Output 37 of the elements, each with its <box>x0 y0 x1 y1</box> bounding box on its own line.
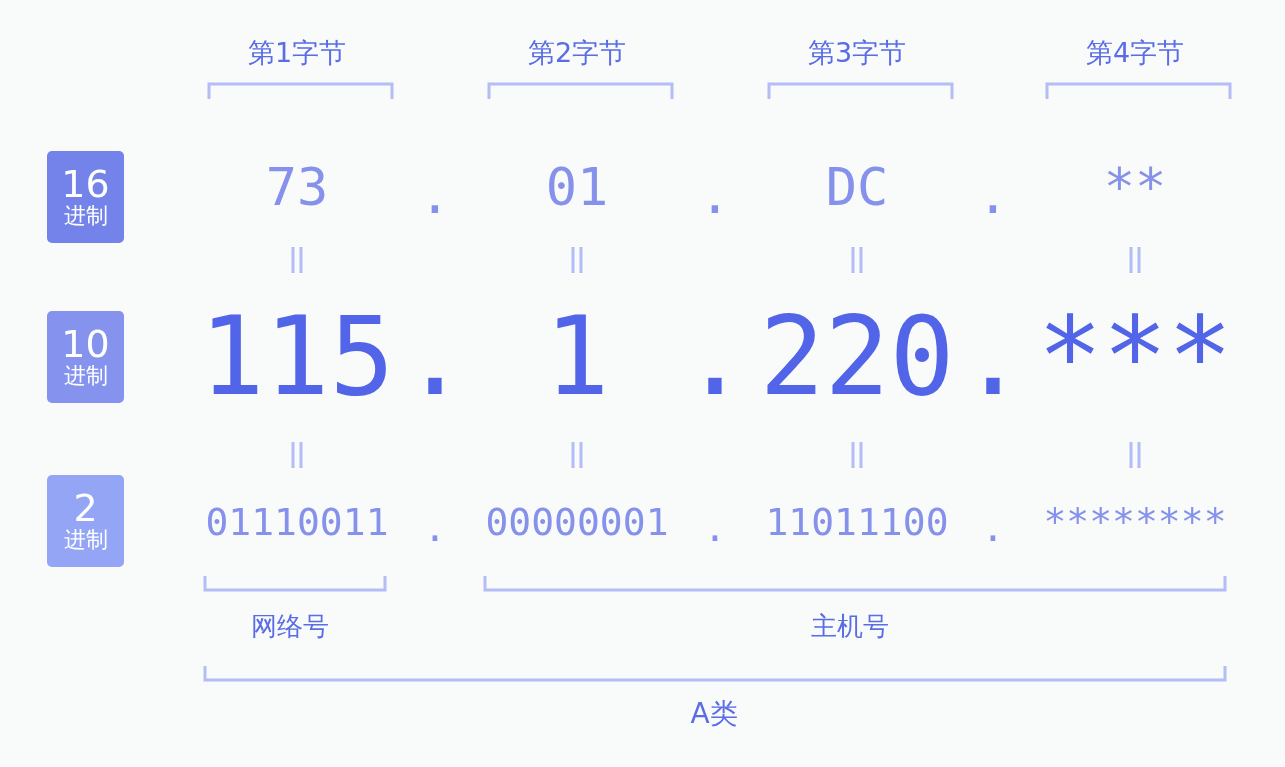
separator-dot: . <box>419 169 451 221</box>
base-number: 2 <box>73 489 98 527</box>
decimal-value: 115 <box>199 303 395 411</box>
decimal-value: *** <box>1037 303 1233 411</box>
separator-dot: . <box>682 303 748 411</box>
base-badge <box>47 475 124 567</box>
hex-value: DC <box>825 161 889 213</box>
base-unit: 进制 <box>62 365 109 387</box>
separator-dot: . <box>977 169 1009 221</box>
bracket-label: 主机号 <box>811 613 889 639</box>
base-badge <box>47 151 124 243</box>
binary-value: 11011100 <box>765 503 949 541</box>
separator-dot: . <box>981 509 1005 547</box>
base-unit: 进制 <box>62 529 109 551</box>
decimal-value: 220 <box>759 303 955 411</box>
bracket-label: 网络号 <box>251 613 329 639</box>
base-number: 10 <box>60 325 111 363</box>
hex-value: 73 <box>265 161 329 213</box>
decimal-value: 1 <box>544 303 610 411</box>
separator-dot: . <box>699 169 731 221</box>
separator-dot: . <box>960 303 1026 411</box>
column-header: 第2字节 <box>527 38 627 66</box>
separator-dot: . <box>423 509 447 547</box>
base-badge <box>47 311 124 403</box>
binary-value: 01110011 <box>205 503 389 541</box>
binary-value: ******** <box>1043 503 1227 541</box>
binary-value: 00000001 <box>485 503 669 541</box>
hex-value: ** <box>1103 161 1167 213</box>
hex-value: 01 <box>545 161 609 213</box>
separator-dot: . <box>703 509 727 547</box>
base-unit: 进制 <box>62 205 109 227</box>
column-header: 第1字节 <box>247 38 347 66</box>
base-number: 16 <box>60 165 111 203</box>
column-header: 第4字节 <box>1085 38 1185 66</box>
separator-dot: . <box>402 303 468 411</box>
column-header: 第3字节 <box>807 38 907 66</box>
bracket-label: A类 <box>690 700 738 728</box>
